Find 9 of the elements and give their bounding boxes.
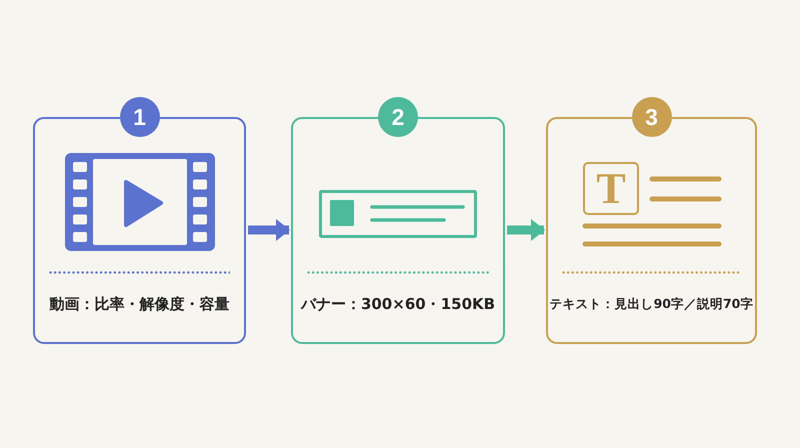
step-caption: バナー：300×60・150KB	[300, 294, 496, 314]
arrow	[248, 219, 290, 241]
step-caption: テキスト：見出し90字／説明70字	[548, 295, 754, 313]
letter-tile: T	[583, 162, 639, 215]
arrow	[507, 219, 545, 241]
step-number-badge: 3	[632, 97, 672, 137]
step-number-badge: 2	[378, 97, 418, 137]
step-caption: 動画：比率・解像度・容量	[48, 294, 230, 314]
step-number-badge: 1	[120, 97, 160, 137]
